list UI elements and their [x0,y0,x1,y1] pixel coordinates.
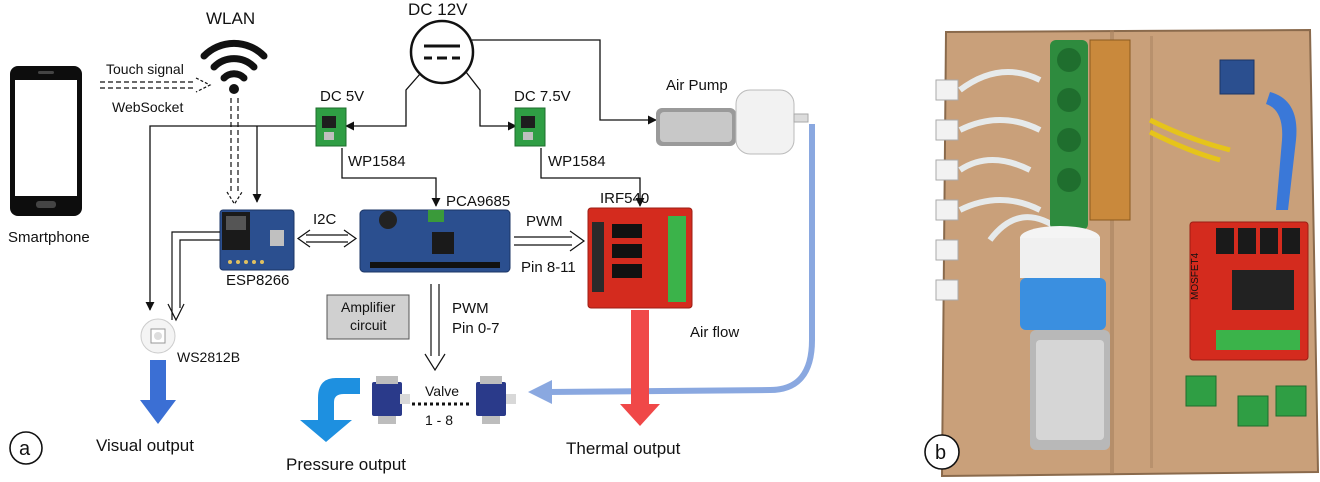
perfboard [1089,39,1131,221]
irf540-board [587,207,693,309]
pwm-label-2: PWM [452,300,489,317]
panel-a-letter: a [19,438,31,460]
pin-0-7-label: Pin 0-7 [452,320,500,337]
websocket-link [100,77,212,93]
wp1584-label-1: WP1584 [348,153,406,170]
visual-output-label: Visual output [96,436,194,455]
pin-8-11-label: Pin 8-11 [521,259,576,276]
prototype-photo: MOSFET4 [935,28,1320,478]
valve-number-label: 1 - 8 [425,412,453,428]
i2c-label: I2C [313,211,337,228]
pressure-output-arrow [300,378,360,442]
dc-12v-source-icon [409,19,475,85]
wp1584-label-2: WP1584 [548,153,606,170]
valve-icon-left [372,376,410,424]
terminal-blocks [935,79,959,301]
panel-a-marker: a [9,431,43,465]
thermal-output-label: Thermal output [566,439,681,458]
amplifier-circuit-box [326,294,410,340]
visual-output-arrow [140,360,176,424]
buck-converter-5v [315,107,347,147]
mosfet-silkscreen: MOSFET4 [1190,252,1201,300]
air-pump-label: Air Pump [666,77,728,94]
panel-b-marker: b [924,434,960,470]
power-wiring [145,39,657,311]
websocket-label: WebSocket [112,99,183,115]
irf540-label: IRF540 [600,190,649,207]
wlan-label: WLAN [206,9,255,28]
pca9685-board [359,209,511,273]
thermal-output-arrow [620,310,660,426]
pca9685-label: PCA9685 [446,193,510,210]
valve-icon-right [476,376,516,424]
amplifier-label-line1: Amplifier [341,299,396,315]
esp8266-label: ESP8266 [226,272,289,289]
smartphone-icon [10,66,82,216]
dc-5v-label: DC 5V [320,88,364,105]
esp-to-led-link [167,231,220,322]
ws2812b-label: WS2812B [177,349,240,365]
wlan-to-esp-link [226,98,243,206]
touch-signal-label: Touch signal [106,61,184,77]
air-flow-path [547,124,815,395]
pressure-output-label: Pressure output [286,455,406,474]
esp8266-board [219,209,295,271]
valve-stack [1050,40,1088,230]
amplifier-label-line2: circuit [350,317,387,333]
air-flow-arrowhead [528,380,552,404]
air-pump-icon [656,89,809,155]
dc-12v-label: DC 12V [408,0,468,19]
panel-b-letter: b [935,442,946,464]
smartphone-label: Smartphone [8,229,90,246]
mosfet-board-photo: MOSFET4 [1189,221,1309,361]
pwm-link-valves [424,284,446,372]
valve-label: Valve [425,383,459,399]
wifi-icon [200,39,268,94]
ws2812b-led-icon [140,318,176,354]
pump-assembly [1020,226,1110,450]
i2c-link [296,229,358,248]
buck-converter-7v5 [514,107,546,147]
pwm-label-1: PWM [526,213,563,230]
dc-7-5v-label: DC 7.5V [514,88,571,105]
pwm-link-mosfet [514,230,586,252]
air-flow-label: Air flow [690,324,739,341]
